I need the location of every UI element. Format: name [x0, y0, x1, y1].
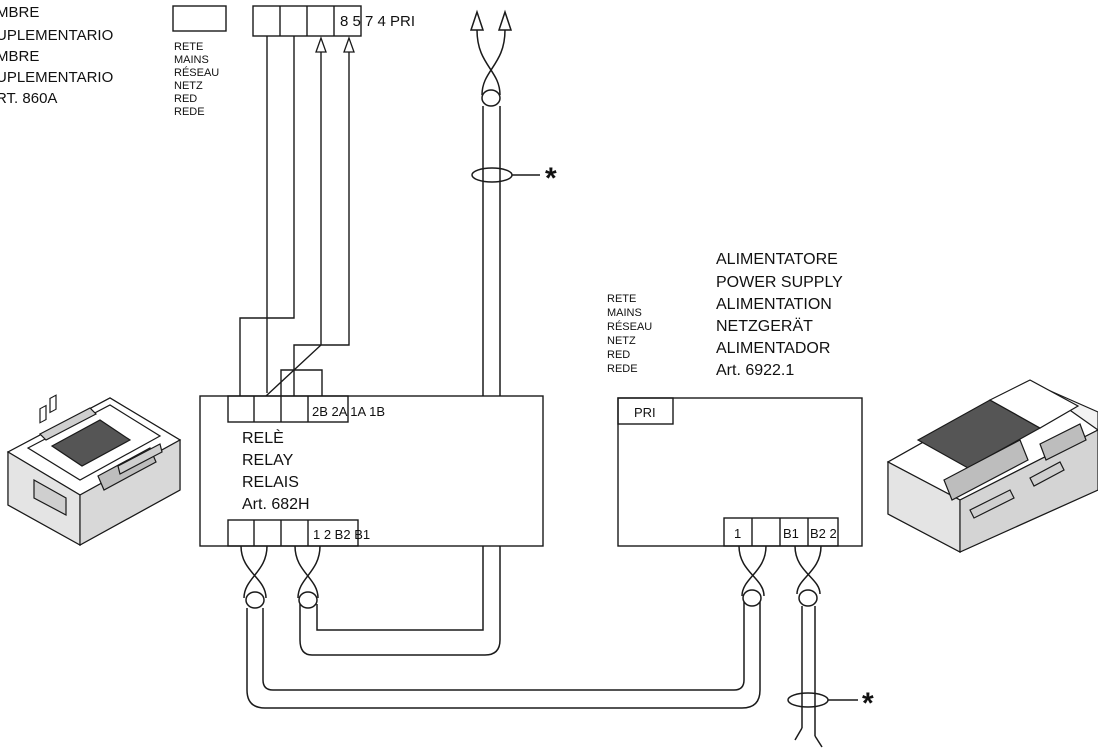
asterisk-bottom: * [862, 687, 874, 720]
mains-right-line-1: RETE [607, 293, 636, 305]
top-terminal-strip: 8 5 7 4 PRI [252, 5, 415, 37]
top-terminal-label: 8 5 7 4 PRI [340, 13, 415, 30]
mains-right-line-2: MAINS [607, 307, 642, 319]
relay-device-illustration [6, 394, 182, 547]
psu-name-line-3: ALIMENTATION [716, 296, 832, 313]
mains-top-line-1: RETE [174, 41, 203, 53]
relay-bottom-twists [240, 545, 321, 609]
psu-name-line-2: POWER SUPPLY [716, 274, 843, 291]
bell-line-5: RT. 860A [0, 90, 57, 107]
relay-top-terminals: 2B 2A 1A 1B [312, 404, 385, 419]
mains-right-line-6: REDE [607, 363, 638, 375]
mains-right-line-4: NETZ [607, 335, 636, 347]
mains-top-line-2: MAINS [174, 54, 209, 66]
mains-top-line-6: REDE [174, 106, 205, 118]
bell-line-3: MBRE [0, 48, 39, 65]
psu-terminal-b2-2: B2 2 [810, 526, 837, 541]
psu-bottom-twists [738, 545, 858, 748]
cable-top-to-relay [299, 106, 501, 656]
relay-name-line-4: Art. 682H [242, 496, 310, 513]
terminal-arrows [315, 36, 355, 53]
mains-top-labels: RETE MAINS RÉSEAU NETZ RED REDE [174, 41, 219, 118]
psu-pri-label: PRI [634, 405, 656, 420]
mains-top-line-5: RED [174, 93, 197, 105]
psu-name-line-6: Art. 6922.1 [716, 362, 794, 379]
psu-name-labels: ALIMENTATORE POWER SUPPLY ALIMENTATION N… [716, 251, 843, 379]
relay-bottom-terminals: 1 2 B2 B1 [313, 527, 370, 542]
relay-module: 2B 2A 1A 1B RELÈ RELAY RELAIS Art. 682H … [199, 395, 544, 547]
bell-line-2: UPLEMENTARIO [0, 27, 113, 44]
bell-line-1: MBRE [0, 4, 39, 21]
bell-line-4: UPLEMENTARIO [0, 69, 113, 86]
mains-right-line-5: RED [607, 349, 630, 361]
mains-top-line-4: NETZ [174, 80, 203, 92]
psu-terminal-1: 1 [734, 526, 741, 541]
psu-device-illustration [886, 379, 1098, 553]
psu-name-line-5: ALIMENTADOR [716, 340, 830, 357]
mains-top-line-3: RÉSEAU [174, 66, 219, 79]
top-twisted-pair [469, 9, 540, 183]
relay-name-line-3: RELAIS [242, 474, 299, 491]
asterisk-top: * [545, 162, 557, 195]
psu-name-line-4: NETZGERÄT [716, 317, 813, 335]
psu-terminal-b1: B1 [783, 526, 799, 541]
mains-right-line-3: RÉSEAU [607, 320, 652, 333]
bell-text-block: MBRE UPLEMENTARIO MBRE UPLEMENTARIO RT. … [0, 4, 113, 107]
relay-top-wires [239, 36, 350, 397]
power-supply-module: PRI 1 B1 B2 2 [617, 397, 863, 547]
mains-right-labels: RETE MAINS RÉSEAU NETZ RED REDE [607, 293, 652, 375]
relay-name-line-1: RELÈ [242, 428, 284, 447]
relay-name-line-2: RELAY [242, 452, 294, 469]
mains-terminal-block [172, 5, 227, 32]
psu-name-line-1: ALIMENTATORE [716, 251, 838, 268]
cable-relay-to-psu [246, 602, 761, 709]
